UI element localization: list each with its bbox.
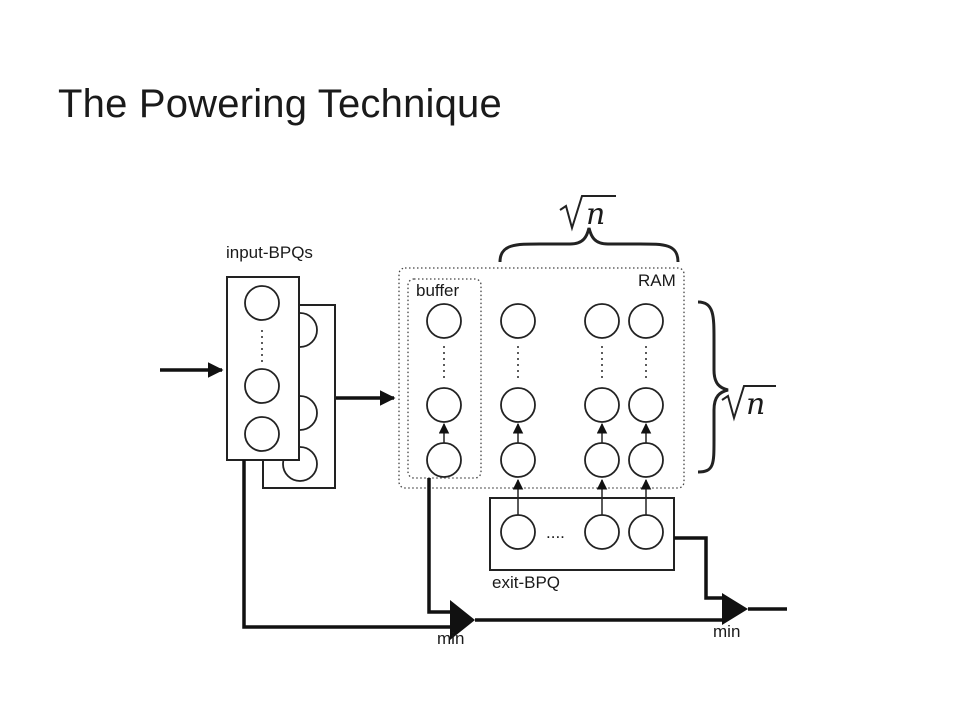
node xyxy=(628,387,664,423)
buffer-to-min-wire xyxy=(427,478,450,614)
min-right-label: min xyxy=(713,622,740,641)
node xyxy=(244,285,280,321)
ram-label: RAM xyxy=(638,271,676,290)
exit-dots: .... xyxy=(546,523,565,542)
buffer-region xyxy=(407,278,482,479)
node xyxy=(584,514,620,550)
node xyxy=(426,303,462,339)
node xyxy=(584,442,620,478)
min-right-triangle xyxy=(722,593,748,625)
node xyxy=(584,303,620,339)
exit-bpq-label: exit-BPQ xyxy=(492,573,560,592)
node xyxy=(584,387,620,423)
right-brace xyxy=(697,300,729,474)
node xyxy=(500,303,536,339)
slide-title: The Powering Technique xyxy=(58,82,502,126)
input-to-min-wire xyxy=(242,460,450,629)
top-brace xyxy=(498,227,680,263)
min-left-label: min xyxy=(437,629,464,648)
ram-region xyxy=(398,267,685,489)
node xyxy=(244,416,280,452)
sqrt-n-right: n xyxy=(721,385,776,422)
node xyxy=(628,514,664,550)
node xyxy=(628,303,664,339)
node xyxy=(426,442,462,478)
sqrt-n-top: n xyxy=(559,195,616,232)
min-left-triangle xyxy=(450,600,475,640)
node xyxy=(500,387,536,423)
node xyxy=(500,514,536,550)
buffer-label: buffer xyxy=(416,281,460,300)
node xyxy=(426,387,462,423)
sqrt-n-right-n: n xyxy=(746,387,765,422)
sqrt-n-top-n: n xyxy=(586,197,605,232)
node xyxy=(500,442,536,478)
node xyxy=(244,368,280,404)
input-bpqs-label: input-BPQs xyxy=(226,243,313,262)
exit-to-min-wire xyxy=(674,536,722,600)
node xyxy=(628,442,664,478)
